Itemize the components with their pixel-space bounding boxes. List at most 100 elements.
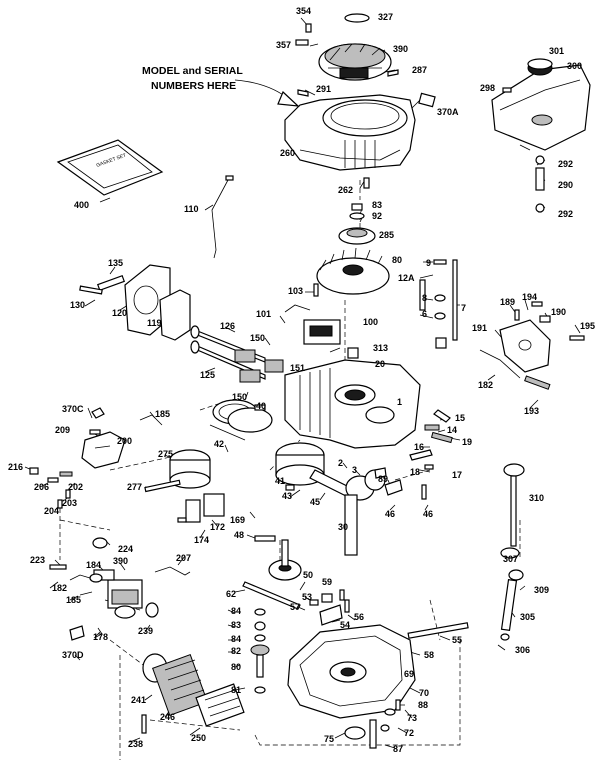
- screw-291: [297, 89, 309, 97]
- label-150a: 150: [250, 333, 265, 343]
- label-182a: 182: [478, 380, 493, 390]
- label-92: 92: [372, 211, 382, 221]
- label-182b: 182: [52, 583, 67, 593]
- screw-46: [421, 484, 427, 500]
- label-260: 260: [280, 148, 295, 158]
- camshaft-stack: [250, 608, 270, 694]
- label-130: 130: [70, 300, 85, 310]
- piston-41: [275, 442, 325, 486]
- label-191: 191: [472, 323, 487, 333]
- pin-43: [285, 484, 295, 491]
- screw-88: [395, 699, 401, 711]
- cam-89: [374, 467, 387, 479]
- label-309: 309: [534, 585, 549, 595]
- seal-307: [500, 547, 520, 559]
- label-370d: 370D: [62, 650, 84, 660]
- label-207: 207: [176, 553, 191, 563]
- flywheel-80: [316, 247, 390, 295]
- link-182: [69, 574, 91, 581]
- head-gasket-119: [159, 289, 191, 341]
- rod-182b: [479, 349, 521, 379]
- gasket-184: [89, 573, 103, 583]
- spring-19: [430, 431, 453, 444]
- pin-59: [339, 589, 345, 601]
- screw-103: [313, 283, 319, 297]
- governor-gear-50: [268, 539, 302, 581]
- screw-56: [344, 599, 350, 613]
- label-59: 59: [322, 577, 332, 587]
- gasket-169: [203, 493, 225, 517]
- plate-54: [319, 604, 343, 626]
- label-370a: 370A: [437, 107, 459, 117]
- washer-92: [349, 212, 365, 220]
- link-185: [139, 414, 163, 426]
- spring-125: [239, 369, 261, 383]
- label-135: 135: [108, 258, 123, 268]
- label-277: 277: [127, 482, 142, 492]
- label-73: 73: [407, 713, 417, 723]
- decal-370a: [418, 92, 436, 108]
- label-50: 50: [303, 570, 313, 580]
- label-150b: 150: [232, 392, 247, 402]
- washer-216: [29, 467, 39, 475]
- label-291: 291: [316, 84, 331, 94]
- label-101: 101: [256, 309, 271, 319]
- rewind-starter-390: [318, 43, 392, 81]
- label-89: 89: [378, 474, 388, 484]
- seal-306: [500, 633, 510, 641]
- label-178: 178: [93, 632, 108, 642]
- label-390b: 390: [113, 556, 128, 566]
- label-62: 62: [226, 589, 236, 599]
- seal-239: [145, 602, 159, 618]
- label-246: 246: [160, 712, 175, 722]
- label-58: 58: [424, 650, 434, 660]
- pin-354: [305, 23, 312, 33]
- washer-81: [254, 686, 266, 694]
- bolt-87: [369, 719, 377, 749]
- cap-327: [344, 13, 370, 23]
- label-53: 53: [302, 592, 312, 602]
- label-169: 169: [230, 515, 245, 525]
- plug-224: [92, 537, 108, 549]
- label-239: 239: [138, 626, 153, 636]
- lever-15: [433, 409, 451, 423]
- clip-178: [93, 627, 103, 639]
- label-80: 80: [392, 255, 402, 265]
- screw-204: [57, 499, 63, 509]
- label-126: 126: [220, 321, 235, 331]
- label-285: 285: [379, 230, 394, 240]
- grommet-309: [508, 569, 524, 581]
- rod-207: [154, 566, 191, 576]
- label-216: 216: [8, 462, 23, 472]
- label-103: 103: [288, 286, 303, 296]
- label-204: 204: [44, 506, 59, 516]
- label-195: 195: [580, 321, 595, 331]
- label-69: 69: [404, 669, 414, 679]
- piston-rings-150: [212, 399, 273, 433]
- screw-17: [424, 464, 434, 470]
- lever-18: [409, 449, 433, 461]
- label-2: 2: [338, 458, 343, 468]
- label-88: 88: [418, 700, 428, 710]
- label-200: 200: [117, 436, 132, 446]
- gasket-172: [185, 499, 201, 523]
- label-72: 72: [404, 728, 414, 738]
- nut-313: [347, 347, 359, 359]
- label-83b: 83: [231, 620, 241, 630]
- label-83: 83: [372, 200, 382, 210]
- dipstick-310: [503, 463, 525, 547]
- callout-line2: NUMBERS HERE: [151, 80, 236, 92]
- screw-195: [569, 335, 585, 341]
- label-125: 125: [200, 370, 215, 380]
- label-87: 87: [393, 744, 403, 754]
- link-185b: [79, 591, 93, 596]
- screw-262: [363, 177, 370, 189]
- label-19: 19: [462, 437, 472, 447]
- label-292a: 292: [558, 159, 573, 169]
- ring-42: [209, 424, 246, 441]
- seal-6: [434, 312, 446, 320]
- label-223: 223: [30, 555, 45, 565]
- washer-8: [434, 294, 446, 302]
- crankcase-cover-70: [287, 624, 416, 719]
